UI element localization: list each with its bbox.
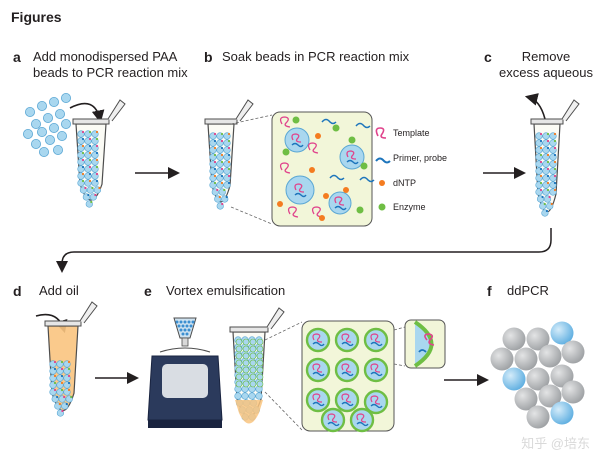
ddpcr-droplet-array bbox=[490, 321, 585, 429]
connector-c-to-d bbox=[56, 228, 552, 273]
panel-c-curved-arrow bbox=[524, 93, 546, 120]
legend-dntp-label: dNTP bbox=[393, 178, 417, 188]
legend-template-label: Template bbox=[393, 128, 430, 138]
panel-a-letter: a bbox=[13, 49, 21, 65]
panel-a-curved-arrow bbox=[69, 102, 105, 124]
panel-a-caption: Add monodispersed PAA beads to PCR react… bbox=[33, 49, 188, 80]
panel-f-caption: ddPCR bbox=[507, 283, 549, 298]
panel-d-letter: d bbox=[13, 283, 22, 299]
panel-e-caption: Vortex emulsification bbox=[166, 283, 286, 298]
panel-c-letter: c bbox=[484, 49, 492, 65]
panel-a-free-beads bbox=[22, 93, 72, 157]
panel-f-letter: f bbox=[487, 283, 492, 299]
emulsion-droplets bbox=[305, 327, 389, 433]
zoom-line-bottom bbox=[230, 206, 273, 225]
zoom-inset-line bbox=[393, 326, 406, 331]
panel-b-tube bbox=[204, 99, 254, 210]
panel-d-tube bbox=[44, 301, 98, 417]
primer-squiggle-icon bbox=[375, 157, 391, 164]
mix-zoom-contents bbox=[277, 116, 375, 221]
zoom-e-line-bottom bbox=[264, 391, 303, 431]
zoom-line-top bbox=[230, 114, 273, 125]
panel-c-caption: Remove excess aqueous bbox=[499, 49, 593, 80]
panel-c-tube bbox=[530, 99, 580, 217]
zoom-e-line-top bbox=[264, 321, 303, 341]
vortex-mixer bbox=[147, 317, 223, 428]
panel-a-tube bbox=[72, 99, 126, 208]
legend-primer-label: Primer, probe bbox=[393, 153, 448, 163]
enzyme-dot-icon bbox=[378, 203, 386, 211]
panel-e-tube bbox=[229, 307, 285, 424]
panel-b-caption: Soak beads in PCR reaction mix bbox=[222, 49, 410, 64]
zoom-inset-line-2 bbox=[393, 363, 406, 367]
panel-d-caption: Add oil bbox=[39, 283, 79, 298]
legend-enzyme-label: Enzyme bbox=[393, 202, 426, 212]
panel-b-letter: b bbox=[204, 49, 213, 65]
template-loop-icon bbox=[375, 127, 387, 139]
panel-e-letter: e bbox=[144, 283, 152, 299]
droplet-inset bbox=[404, 319, 446, 369]
dntp-dot-icon bbox=[379, 180, 385, 186]
figure-title: Figures bbox=[11, 9, 62, 25]
watermark: 知乎 @培东 bbox=[521, 436, 590, 451]
